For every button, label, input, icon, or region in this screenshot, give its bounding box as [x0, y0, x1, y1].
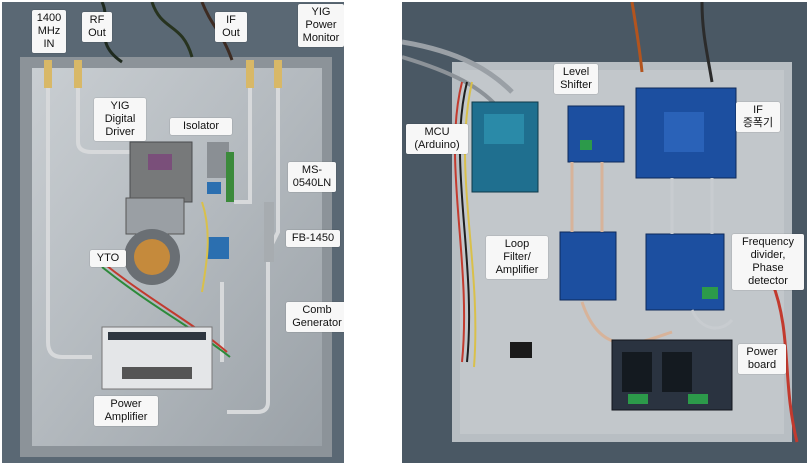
left-photo-illustration [2, 2, 344, 463]
label-yto: YTO [90, 250, 126, 267]
label-frequency-divider-phase-detector: Frequency divider, Phase detector [732, 234, 804, 290]
label-if-amplifier: IF 증폭기 [736, 102, 780, 132]
label-ms-0540ln: MS- 0540LN [288, 162, 336, 192]
label-yig-power-monitor: YIG Power Monitor [298, 4, 344, 47]
left-hardware-photo: 1400 MHz IN RF Out IF Out YIG Power Moni… [2, 2, 344, 463]
right-photo-illustration [402, 2, 807, 463]
label-level-shifter: Level Shifter [554, 64, 598, 94]
label-yig-digital-driver: YIG Digital Driver [94, 98, 146, 141]
label-1400mhz-in: 1400 MHz IN [32, 10, 66, 53]
label-if-out: IF Out [215, 12, 247, 42]
label-power-amplifier: Power Amplifier [94, 396, 158, 426]
label-mcu-arduino: MCU (Arduino) [406, 124, 468, 154]
label-fb-1450: FB-1450 [286, 230, 340, 247]
label-power-board: Power board [738, 344, 786, 374]
label-comb-generator: Comb Generator [286, 302, 344, 332]
label-loop-filter-amplifier: Loop Filter/ Amplifier [486, 236, 548, 279]
label-isolator: Isolator [170, 118, 232, 135]
right-hardware-photo: Level Shifter MCU (Arduino) IF 증폭기 Loop … [402, 2, 807, 463]
label-rf-out: RF Out [82, 12, 112, 42]
